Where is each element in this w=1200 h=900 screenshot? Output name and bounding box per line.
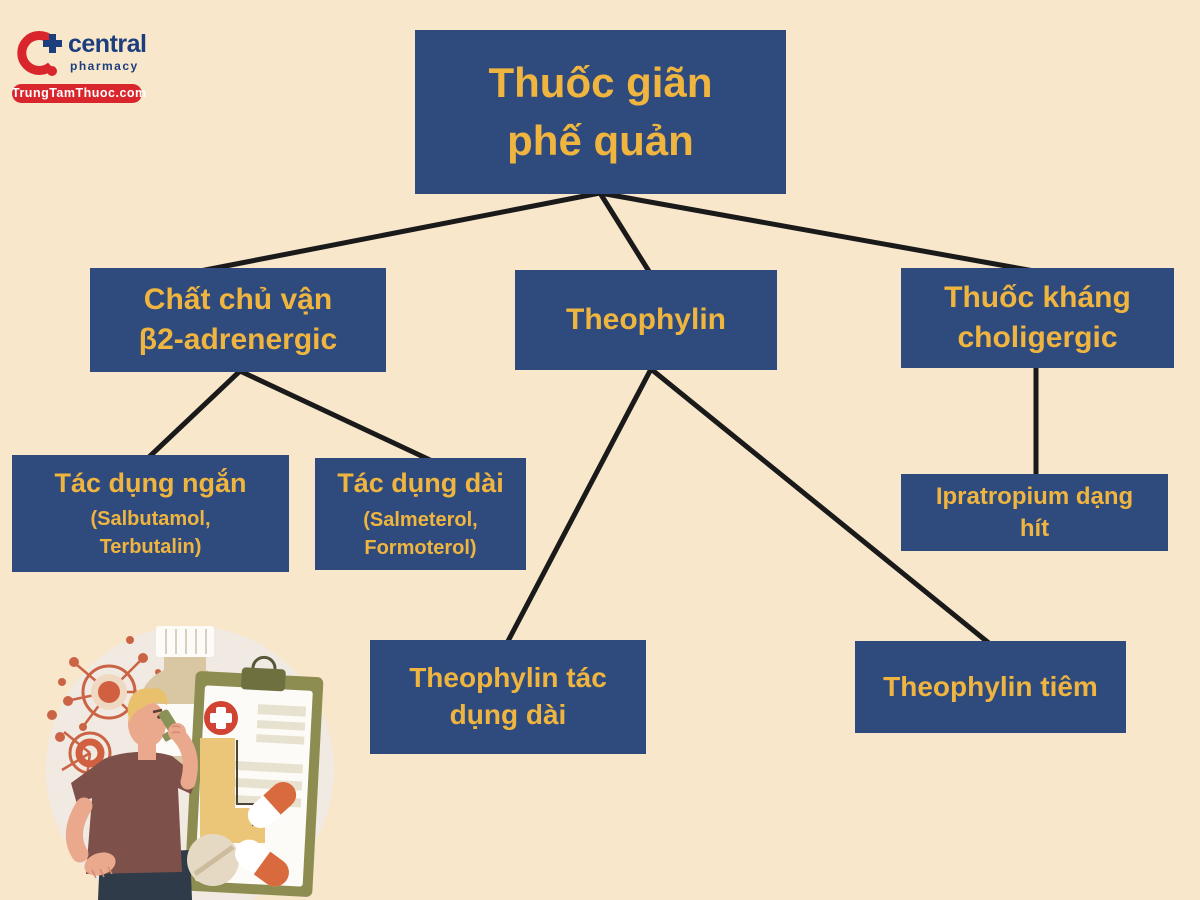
node-short-acting-drugs: (Salbutamol, Terbutalin) bbox=[90, 508, 211, 559]
eyebrow bbox=[152, 708, 163, 714]
node-short-acting: Tác dụng ngắn (Salbutamol, Terbutalin) bbox=[12, 455, 289, 572]
node-root-bronchodilators: Thuốc giãn phế quản bbox=[415, 30, 786, 194]
node-theophylin: Theophylin bbox=[515, 270, 777, 370]
node-beta2-agonist: Chất chủ vận β2-adrenergic bbox=[90, 268, 386, 372]
node-theophylin-injection: Theophylin tiêm bbox=[855, 641, 1126, 733]
plus-icon bbox=[43, 34, 62, 53]
logo-tagline: pharmacy bbox=[70, 59, 139, 73]
person-using-inhaler bbox=[65, 688, 198, 900]
shirt bbox=[71, 751, 197, 874]
node-ipratropium-inhaled: Ipratropium dạng hít bbox=[901, 474, 1168, 551]
logo-site-banner: TrungTamThuoc.com bbox=[12, 84, 146, 103]
central-pharmacy-logo-mark bbox=[17, 31, 62, 76]
node-theophylin-long-acting: Theophylin tác dụng dài bbox=[370, 640, 646, 754]
left-hand bbox=[84, 852, 116, 876]
pill-tablet-icon bbox=[187, 834, 239, 886]
pill-capsule-icon bbox=[247, 781, 297, 829]
node-anticholinergic: Thuốc kháng choligergic bbox=[901, 268, 1174, 368]
pill-capsule-icon bbox=[235, 839, 289, 887]
hair bbox=[127, 688, 168, 724]
node-short-acting-title: Tác dụng ngắn bbox=[54, 467, 247, 498]
raised-arm bbox=[172, 729, 198, 790]
node-long-acting: Tác dụng dài (Salmeterol, Formoterol) bbox=[315, 458, 526, 570]
node-long-acting-drugs: (Salmeterol, Formoterol) bbox=[363, 508, 478, 559]
medical-cross-icon bbox=[204, 701, 238, 735]
asthma-treatment-illustration bbox=[46, 626, 334, 900]
central-pharmacy-logo: central pharmacy TrungTamThuoc.com bbox=[12, 26, 147, 103]
logo-dot bbox=[47, 66, 57, 76]
logo-brand: central bbox=[68, 30, 147, 58]
left-arm bbox=[65, 797, 93, 863]
node-long-acting-title: Tác dụng dài bbox=[337, 468, 504, 499]
